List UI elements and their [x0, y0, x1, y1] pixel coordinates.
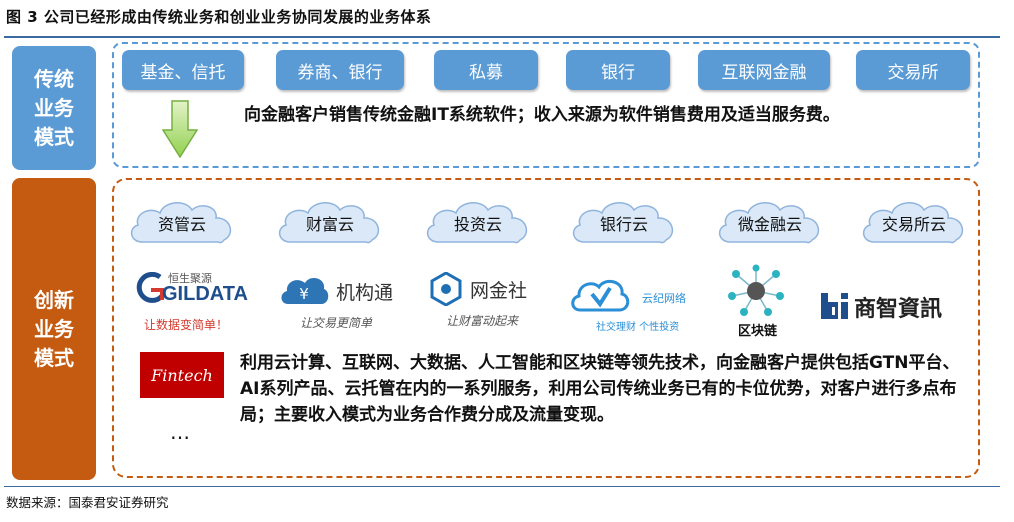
source-divider [4, 486, 1000, 487]
title-divider [4, 36, 1000, 38]
innovative-mode-label: 创新业务模式 [12, 178, 96, 480]
cloud-wealth: 财富云 [272, 196, 388, 248]
yunji-name: 云纪网络 [642, 292, 686, 305]
gildata-logo: 恒生聚源 GILDATA 让数据变简单！ [136, 268, 248, 338]
innovative-mode-frame [112, 178, 980, 478]
cloud-icon [718, 202, 820, 244]
wangjinshe-name: 网金社 [470, 280, 528, 302]
traditional-mode-label: 传统业务模式 [12, 46, 96, 170]
shangzhi-name: 商智資訊 [854, 296, 943, 322]
cloud-icon [130, 202, 232, 244]
client-box-private-equity: 私募 [434, 50, 538, 90]
figure-title: 图 3 公司已经形成由传统业务和创业业务协同发展的业务体系 [6, 8, 432, 26]
shangzhi-mark-icon [821, 293, 848, 319]
blockchain-logo: 区块链 [722, 264, 792, 339]
jigoutong-name: 机构通 [336, 282, 394, 304]
wangjinshe-slogan: 让财富动起来 [446, 314, 519, 328]
cloud-bank: 银行云 [566, 196, 682, 248]
jigoutong-logo: ¥ 机构通 让交易更简单 [278, 272, 408, 338]
yunji-slogan: 社交理财 个性投资 [596, 322, 680, 333]
cloud-icon [572, 202, 674, 244]
cloud-label: 投资云 [453, 215, 502, 234]
yunji-logo: 云纪网络 社交理财 个性投资 [568, 274, 708, 338]
svg-text:¥: ¥ [299, 285, 309, 303]
blockchain-network-icon [728, 264, 784, 316]
traditional-mode-label-text: 传统业务模式 [34, 66, 74, 149]
wangjinshe-hex-icon [430, 272, 462, 306]
jigoutong-cloud-icon: ¥ [281, 278, 329, 304]
fintech-badge: Fintech [140, 352, 224, 398]
down-arrow-icon [162, 100, 198, 158]
ellipsis-text: … [170, 420, 190, 444]
traditional-mode-frame [112, 42, 980, 168]
wangjinshe-logo: 网金社 让财富动起来 [430, 270, 550, 336]
cloud-icon [862, 202, 964, 244]
cloud-investment: 投资云 [420, 196, 536, 248]
cloud-icon [278, 202, 380, 244]
jigoutong-slogan: 让交易更简单 [300, 316, 373, 330]
gildata-name: GILDATA [162, 283, 248, 305]
client-box-internet-finance: 互联网金融 [698, 50, 830, 90]
cloud-asset-management: 资管云 [124, 196, 240, 248]
cloud-exchange: 交易所云 [856, 196, 972, 248]
cloud-icon [426, 202, 528, 244]
gildata-mark-icon [136, 272, 164, 303]
blockchain-label: 区块链 [738, 324, 778, 339]
cloud-micro-finance: 微金融云 [712, 196, 828, 248]
traditional-mode-description: 向金融客户销售传统金融IT系统软件；收入来源为软件销售费用及适当服务费。 [244, 105, 840, 125]
innovative-mode-label-text: 创新业务模式 [34, 287, 74, 370]
data-source: 数据来源：国泰君安证券研究 [6, 495, 169, 510]
yunji-cloud-icon [571, 279, 630, 312]
cloud-label: 微金融云 [737, 215, 802, 234]
client-box-broker-bank: 券商、银行 [276, 50, 404, 90]
gildata-top-text: 恒生聚源 [168, 272, 212, 285]
cloud-label: 财富云 [305, 215, 354, 234]
client-box-bank: 银行 [566, 50, 670, 90]
cloud-label: 银行云 [599, 215, 648, 234]
cloud-label: 资管云 [157, 215, 206, 234]
cloud-label: 交易所云 [881, 215, 946, 234]
innovative-mode-description: 利用云计算、互联网、大数据、人工智能和区块链等领先技术，向金融客户提供包括GTN… [240, 353, 960, 425]
client-box-fund-trust: 基金、信托 [122, 50, 244, 90]
client-box-exchange: 交易所 [856, 50, 970, 90]
gildata-slogan: 让数据变简单！ [144, 318, 229, 332]
shangzhi-logo: 商智資訊 [820, 288, 972, 328]
